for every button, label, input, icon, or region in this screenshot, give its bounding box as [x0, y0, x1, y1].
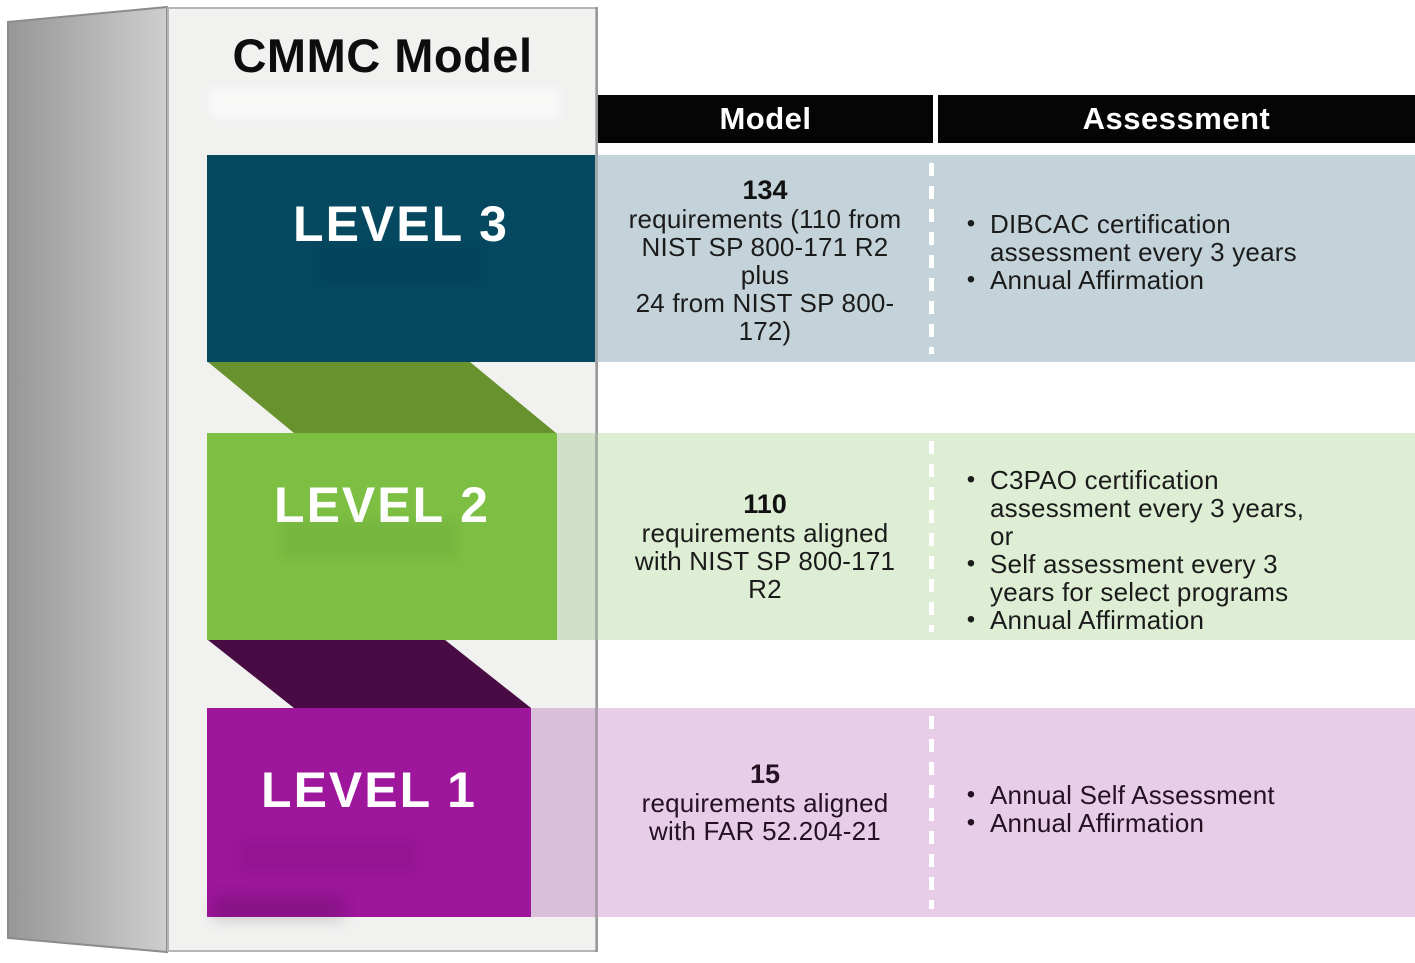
column-divider-level-1	[929, 716, 934, 909]
level-1-label: LEVEL 1	[261, 762, 477, 818]
model-text-line: NIST SP 800-171 R2 plus	[641, 232, 889, 290]
assessment-item-text: Annual Affirmation	[990, 808, 1205, 838]
bullet-icon: •	[966, 809, 976, 836]
assessment-item: • Annual Affirmation	[952, 606, 1347, 634]
assessment-item-text: Self assessment every 3 years for select…	[990, 549, 1289, 607]
bullet-icon: •	[966, 266, 976, 293]
row-band-level-1	[531, 708, 1415, 917]
requirements-count: 110	[743, 489, 787, 519]
model-text-line: 24 from NIST SP 800-	[635, 288, 895, 318]
assessment-item: • Annual Affirmation	[952, 809, 1347, 837]
level-1-banner: LEVEL 1	[207, 708, 531, 917]
assessment-cell-level-1: • Annual Self Assessment • Annual Affirm…	[952, 781, 1347, 837]
column-divider-level-3	[929, 163, 934, 354]
bullet-icon: •	[966, 210, 976, 237]
model-text-line: requirements (110 from	[628, 204, 902, 234]
assessment-cell-level-2: • C3PAO certification assessment every 3…	[952, 466, 1347, 634]
assessment-item: • Annual Affirmation	[952, 266, 1347, 294]
column-header-assessment-label: Assessment	[1082, 101, 1271, 136]
assessment-cell-level-3: • DIBCAC certification assessment every …	[952, 210, 1347, 294]
bullet-icon: •	[966, 606, 976, 633]
column-header-model: Model	[598, 95, 933, 143]
model-cell-level-2: 110 requirements aligned with NIST SP 80…	[615, 489, 915, 604]
requirements-count: 15	[749, 759, 781, 789]
assessment-item-text: DIBCAC certification assessment every 3 …	[990, 209, 1297, 267]
assessment-list: • C3PAO certification assessment every 3…	[952, 466, 1347, 634]
row-band-level-3	[595, 155, 1415, 362]
box-side-polygon	[7, 5, 168, 954]
requirements-count: 134	[742, 175, 788, 205]
column-divider-level-2	[929, 441, 934, 632]
assessment-item-text: Annual Affirmation	[990, 605, 1205, 635]
level-2-label: LEVEL 2	[274, 477, 490, 533]
model-cell-level-1: 15 requirements aligned with FAR 52.204-…	[615, 759, 915, 846]
level-2-banner: LEVEL 2	[207, 433, 557, 640]
column-header-model-label: Model	[719, 101, 812, 136]
row-band-level-1-panel-overlap	[531, 708, 598, 917]
assessment-item-text: Annual Affirmation	[990, 265, 1205, 295]
model-text-line: requirements aligned	[641, 518, 889, 548]
assessment-item-text: C3PAO certification assessment every 3 y…	[990, 465, 1305, 551]
panel-edge-line	[595, 7, 598, 952]
row-band-level-2-panel-overlap	[557, 433, 598, 640]
model-cell-level-3: 134 requirements (110 from NIST SP 800-1…	[615, 175, 915, 346]
assessment-list: • Annual Self Assessment • Annual Affirm…	[952, 781, 1347, 837]
page-title: CMMC Model	[232, 29, 533, 82]
bullet-icon: •	[966, 550, 976, 577]
assessment-item: • DIBCAC certification assessment every …	[952, 210, 1347, 266]
column-header-assessment: Assessment	[938, 95, 1415, 143]
assessment-item: • C3PAO certification assessment every 3…	[952, 466, 1347, 550]
model-text-line: requirements aligned	[641, 788, 889, 818]
level-3-label: LEVEL 3	[293, 196, 509, 252]
assessment-item-text: Annual Self Assessment	[990, 780, 1275, 810]
model-text-line: 172)	[738, 316, 792, 346]
assessment-list: • DIBCAC certification assessment every …	[952, 210, 1347, 294]
model-text-line: with FAR 52.204-21	[649, 816, 881, 846]
bullet-icon: •	[966, 781, 976, 808]
model-text-line: with NIST SP 800-171 R2	[634, 546, 896, 604]
bullet-icon: •	[966, 466, 976, 493]
row-band-level-2	[557, 433, 1415, 640]
assessment-item: • Self assessment every 3 years for sele…	[952, 550, 1347, 606]
assessment-item: • Annual Self Assessment	[952, 781, 1347, 809]
level-3-banner: LEVEL 3	[207, 155, 595, 362]
